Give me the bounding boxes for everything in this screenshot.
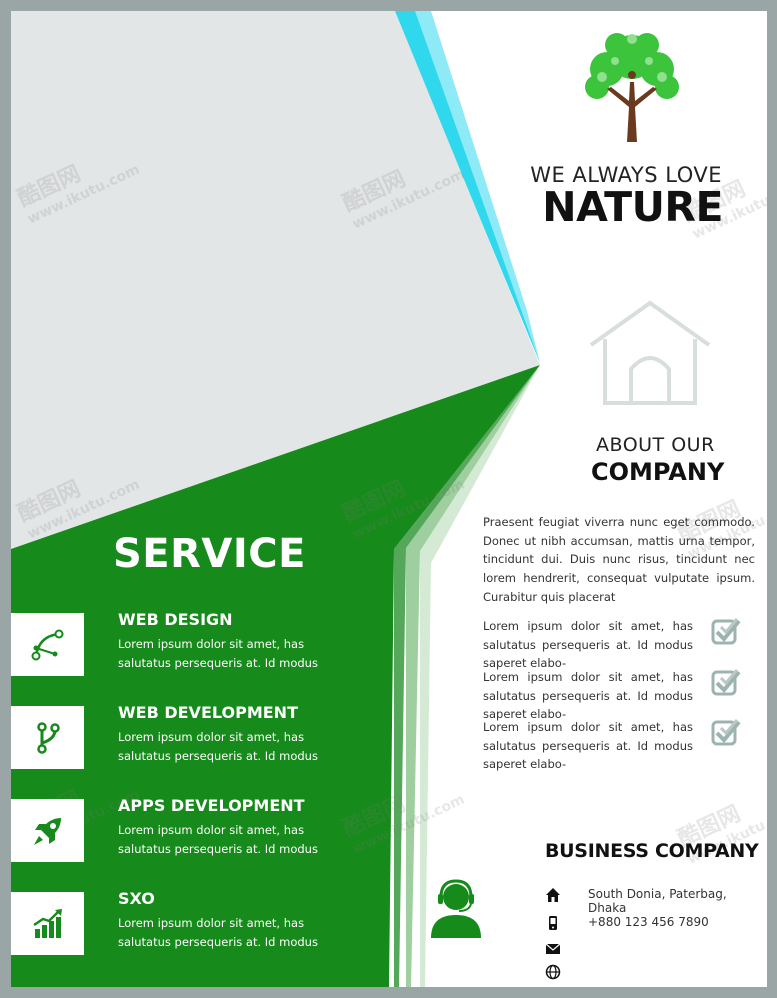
home-icon — [546, 888, 560, 902]
contact-web — [545, 964, 765, 984]
support-agent-icon — [431, 879, 481, 938]
mobile-phone-icon — [549, 916, 557, 930]
rocket-icon — [34, 818, 61, 845]
git-branch-icon — [37, 722, 60, 754]
service-item: SXO Lorem ipsum dolor sit amet, has salu… — [11, 889, 391, 956]
phone-text: +880 123 456 7890 — [588, 915, 709, 929]
contact-phone: +880 123 456 7890 — [545, 915, 765, 935]
globe-icon — [545, 964, 561, 980]
service-title: SERVICE — [113, 531, 306, 577]
tagline: WE ALWAYS LOVE — [530, 163, 722, 187]
service-item: WEB DEVELOPMENT Lorem ipsum dolor sit am… — [11, 703, 391, 770]
green-fade-stripe-1 — [420, 365, 540, 987]
brand-title: NATURE — [542, 183, 723, 231]
service-icon-box — [11, 613, 84, 676]
flyer-background-shapes — [11, 11, 540, 987]
about-paragraph: Praesent feugiat viverra nunc eget commo… — [483, 515, 755, 604]
check-item-text: Lorem ipsum dolor sit amet, has salutatu… — [483, 670, 693, 721]
double-check-icon — [711, 669, 741, 696]
about-heading-line1: ABOUT OUR — [596, 434, 715, 456]
green-fade-stripe-2 — [406, 365, 540, 987]
bezier-curve-icon — [31, 629, 64, 661]
service-item: WEB DESIGN Lorem ipsum dolor sit amet, h… — [11, 610, 391, 677]
about-heading-line2: COMPANY — [591, 458, 725, 486]
check-item-text: Lorem ipsum dolor sit amet, has salutatu… — [483, 619, 693, 670]
service-item-title: SXO — [118, 889, 155, 908]
service-item-desc: Lorem ipsum dolor sit amet, has salutatu… — [118, 637, 318, 670]
service-item-desc: Lorem ipsum dolor sit amet, has salutatu… — [118, 916, 318, 949]
tree-logo-icon — [585, 33, 679, 142]
contact-address: South Donia, Paterbag, Dhaka — [545, 887, 765, 915]
growth-chart-icon — [33, 909, 62, 938]
check-item-text: Lorem ipsum dolor sit amet, has salutatu… — [483, 720, 693, 771]
envelope-icon — [545, 943, 561, 954]
service-item-desc: Lorem ipsum dolor sit amet, has salutatu… — [118, 823, 318, 856]
green-panel — [11, 365, 540, 987]
service-item: APPS DEVELOPMENT Lorem ipsum dolor sit a… — [11, 796, 391, 863]
service-item-title: WEB DESIGN — [118, 610, 233, 629]
contact-email — [545, 941, 765, 961]
service-icon-box — [11, 799, 84, 862]
address-text: South Donia, Paterbag, Dhaka — [588, 887, 727, 915]
double-check-icon — [711, 719, 741, 746]
check-list-item: Lorem ipsum dolor sit amet, has salutatu… — [483, 617, 755, 670]
grey-panel — [11, 11, 540, 549]
house-icon — [589, 300, 711, 405]
check-list-item: Lorem ipsum dolor sit amet, has salutatu… — [483, 668, 755, 721]
check-list-item: Lorem ipsum dolor sit amet, has salutatu… — [483, 718, 755, 771]
service-item-desc: Lorem ipsum dolor sit amet, has salutatu… — [118, 730, 318, 763]
double-check-icon — [711, 618, 741, 645]
service-icon-box — [11, 706, 84, 769]
service-item-title: APPS DEVELOPMENT — [118, 796, 305, 815]
service-icon-box — [11, 892, 84, 955]
business-title: BUSINESS COMPANY — [545, 840, 759, 862]
service-item-title: WEB DEVELOPMENT — [118, 703, 298, 722]
